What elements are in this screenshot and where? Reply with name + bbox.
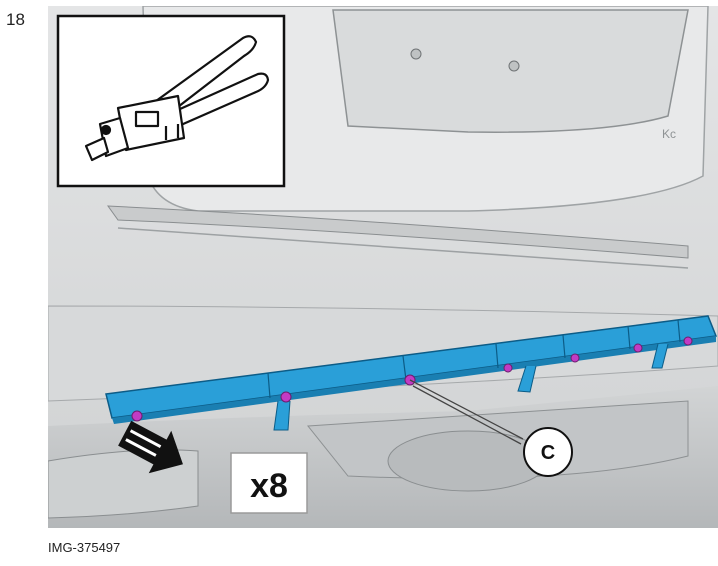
bracket-seams xyxy=(267,319,681,399)
rivet xyxy=(683,336,693,346)
leader-lines xyxy=(409,379,524,445)
callout-circle xyxy=(523,427,573,477)
badge: Kc xyxy=(662,127,676,141)
trim-edge xyxy=(117,227,689,269)
plate-hole xyxy=(410,48,422,60)
rivet xyxy=(633,343,643,353)
image-id-caption: IMG-375497 xyxy=(48,540,121,555)
fasteners xyxy=(131,336,693,422)
bracket-strap xyxy=(517,365,537,393)
step-number: 18 xyxy=(6,10,25,29)
plate-hole xyxy=(508,60,520,72)
plate-recess xyxy=(332,9,689,133)
trim-strip xyxy=(106,205,689,259)
rear-bumper-illustration: Kc C x8 xyxy=(48,6,718,528)
rivet xyxy=(131,410,143,422)
bracket-strap xyxy=(651,343,669,369)
rivet xyxy=(570,353,580,363)
quantity-label: x8 xyxy=(250,467,288,505)
rivet xyxy=(503,363,513,373)
quantity-box xyxy=(230,452,308,514)
direction-arrow-icon xyxy=(118,420,183,474)
rivet xyxy=(280,391,292,403)
bracket-strap xyxy=(273,400,291,431)
tool-inset xyxy=(56,14,286,188)
callout-label: C xyxy=(541,442,555,464)
rivet-gun-icon xyxy=(84,35,270,162)
spare-wheel xyxy=(387,430,549,492)
